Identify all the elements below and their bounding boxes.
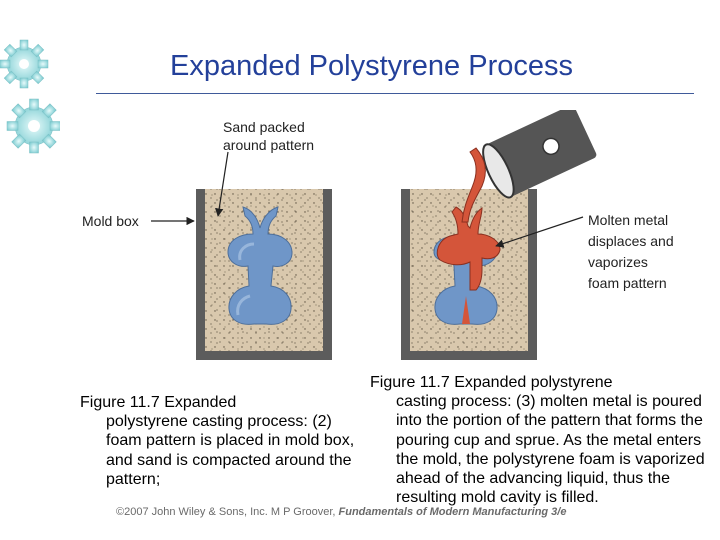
- footer-copyright: ©2007 John Wiley & Sons, Inc. M P Groove…: [116, 506, 339, 518]
- label-sand: Sand packed around pattern: [223, 119, 314, 153]
- mold-box-right: [401, 189, 537, 360]
- title-divider: [96, 93, 694, 94]
- gear-icon: [0, 39, 60, 154]
- process-figure: Sand packed around pattern Mold box Molt…: [82, 110, 678, 360]
- molten-metal: [436, 206, 501, 291]
- ladle: [461, 110, 597, 223]
- slide-title: Expanded Polystyrene Process: [170, 50, 573, 82]
- caption-right: Figure 11.7 Expanded polystyrene casting…: [370, 374, 705, 507]
- label-mold-box: Mold box: [82, 213, 139, 229]
- pour-stream: [461, 147, 486, 223]
- footer-book: Fundamentals of Modern Manufacturing 3/e: [338, 506, 567, 518]
- mold-box-left: [196, 189, 332, 360]
- label-molten: Molten metal displaces and vaporizes foa…: [588, 212, 678, 291]
- foam-pattern: [227, 206, 293, 325]
- footer: ©2007 John Wiley & Sons, Inc. M P Groove…: [116, 506, 566, 518]
- caption-left: Figure 11.7 Expanded polystyrene casting…: [80, 394, 355, 488]
